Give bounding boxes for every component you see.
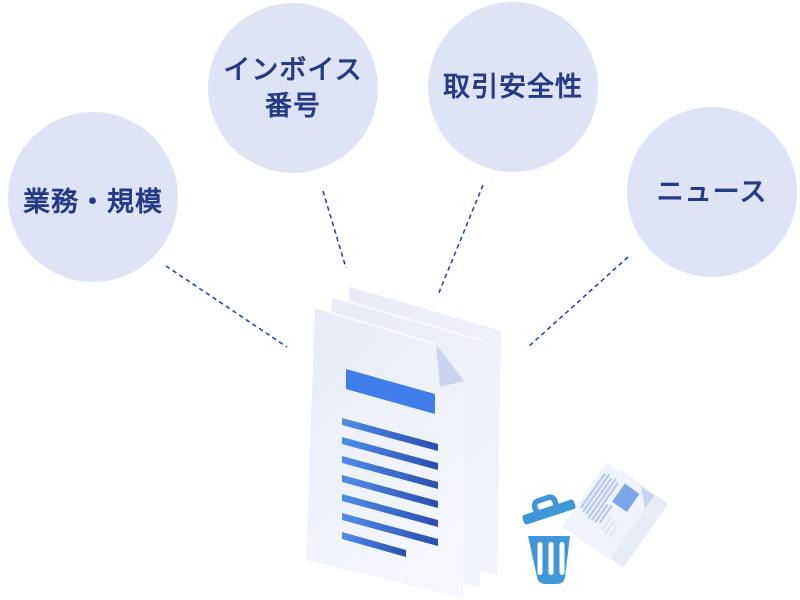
mini-folded-corner <box>641 486 655 509</box>
bubble-invoice-number: インボイス 番号 <box>208 3 378 173</box>
bubble-transaction-safety-label: 取引安全性 <box>443 72 583 102</box>
connector-invoice-number <box>322 190 347 269</box>
bubble-news-label: ニュース <box>656 177 768 207</box>
bubble-transaction-safety: 取引安全性 <box>428 2 598 172</box>
bubble-business-scale: 業務・規模 <box>8 112 178 282</box>
trash-icon <box>528 536 570 584</box>
bubble-news: ニュース <box>627 107 797 277</box>
trash-lid-icon <box>522 494 576 525</box>
bubble-business-scale-label: 業務・規模 <box>23 187 163 217</box>
connector-transaction-safety <box>437 184 484 296</box>
connector-business-scale <box>165 265 288 348</box>
bubble-invoice-number-label-line1: インボイス <box>223 55 363 85</box>
mini-text-lines <box>580 473 619 538</box>
connector-news <box>526 256 629 349</box>
folded-corner <box>436 344 464 387</box>
doc-text-lines <box>342 418 438 557</box>
connector-lines <box>165 184 629 349</box>
mini-content-block <box>612 483 640 512</box>
doc-header-bar <box>346 369 435 414</box>
discarded-document-icon <box>562 463 668 567</box>
document-stack-icon <box>306 285 502 598</box>
bubble-invoice-number-label-line2: 番号 <box>265 91 321 121</box>
